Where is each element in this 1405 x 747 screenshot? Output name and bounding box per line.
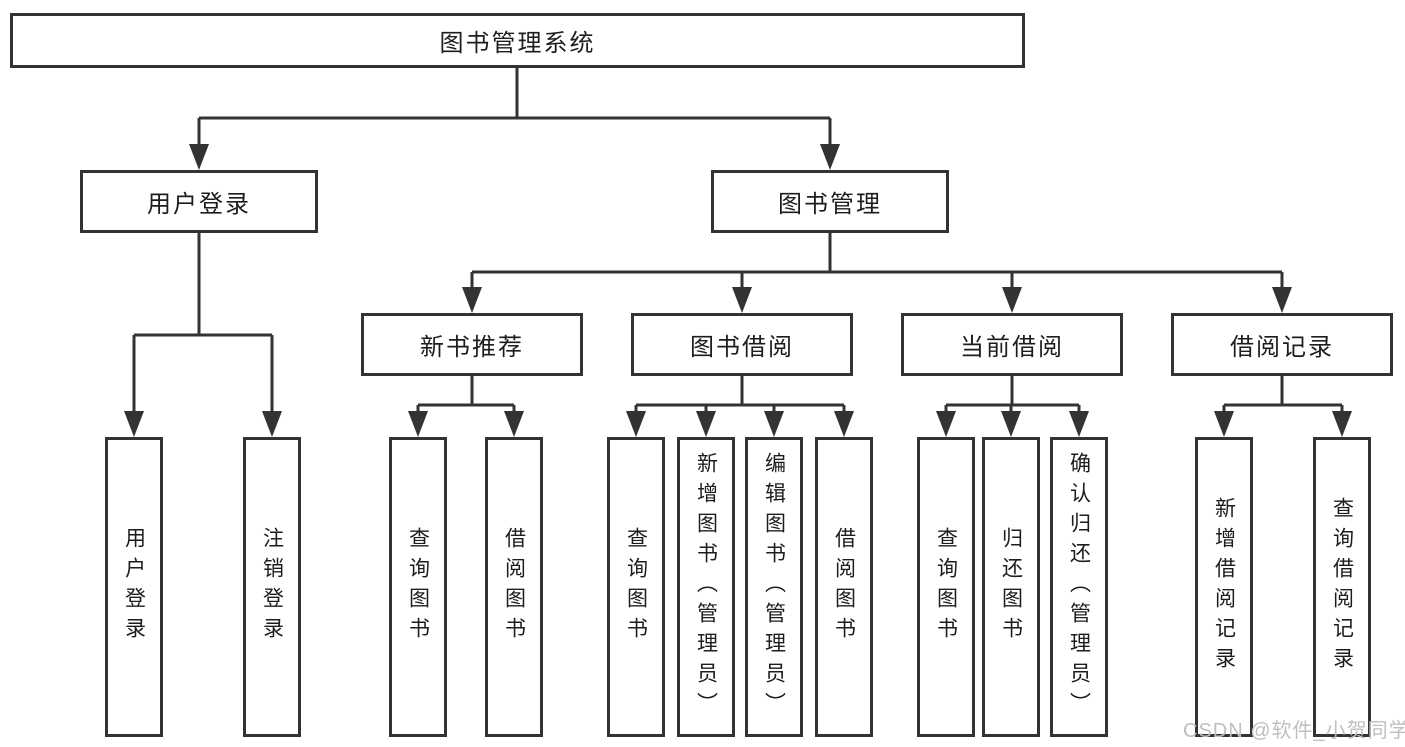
arrow-down-icon	[936, 411, 956, 437]
arrow-down-icon	[1332, 411, 1352, 437]
arrow-down-icon	[262, 411, 282, 437]
node-label: 查询图书	[934, 527, 958, 647]
leaf-return-books: 归还图书	[982, 437, 1040, 737]
node-borrowing-records: 借阅记录	[1171, 313, 1393, 376]
arrow-down-icon	[626, 411, 646, 437]
arrow-down-icon	[1214, 411, 1234, 437]
leaf-edit-books-admin: 编辑图书（管理员）	[745, 437, 803, 737]
node-new-book-recommendation: 新书推荐	[361, 313, 583, 376]
arrow-down-icon	[1272, 287, 1292, 313]
leaf-logout: 注销登录	[243, 437, 301, 737]
arrow-down-icon	[462, 287, 482, 313]
arrowheads	[124, 144, 1352, 437]
leaf-query-books-current: 查询图书	[917, 437, 975, 737]
arrow-down-icon	[189, 144, 209, 170]
node-current-borrowing: 当前借阅	[901, 313, 1123, 376]
leaf-add-books-admin: 新增图书（管理员）	[677, 437, 735, 737]
leaf-add-borrow-record: 新增借阅记录	[1195, 437, 1253, 737]
node-label: 查询借阅记录	[1330, 497, 1354, 677]
node-label: 查询图书	[406, 527, 430, 647]
arrow-down-icon	[696, 411, 716, 437]
node-book-management-branch: 图书管理	[711, 170, 949, 233]
arrow-down-icon	[1002, 287, 1022, 313]
node-label: 新书推荐	[420, 334, 524, 361]
node-label: 借阅记录	[1230, 334, 1334, 361]
arrow-down-icon	[834, 411, 854, 437]
arrow-down-icon	[1069, 411, 1089, 437]
leaf-query-books-borrowing: 查询图书	[607, 437, 665, 737]
node-label: 借阅图书	[502, 527, 526, 647]
leaf-query-books-recommend: 查询图书	[389, 437, 447, 737]
node-label: 确认归还（管理员）	[1067, 452, 1091, 722]
node-label: 当前借阅	[960, 334, 1064, 361]
node-label: 用户登录	[147, 191, 251, 218]
node-label: 新增图书（管理员）	[694, 452, 718, 722]
node-label: 归还图书	[999, 527, 1023, 647]
leaf-confirm-return-admin: 确认归还（管理员）	[1050, 437, 1108, 737]
node-user-login-branch: 用户登录	[80, 170, 318, 233]
node-label: 图书管理系统	[439, 30, 596, 57]
node-label: 图书管理	[778, 191, 882, 218]
leaf-borrow-books-recommend: 借阅图书	[485, 437, 543, 737]
node-label: 用户登录	[122, 527, 146, 647]
leaf-query-borrow-record: 查询借阅记录	[1313, 437, 1371, 737]
arrow-down-icon	[124, 411, 144, 437]
node-label: 新增借阅记录	[1212, 497, 1236, 677]
arrow-down-icon	[820, 144, 840, 170]
node-label: 图书借阅	[690, 334, 794, 361]
node-label: 注销登录	[260, 527, 284, 647]
node-label: 查询图书	[624, 527, 648, 647]
arrow-down-icon	[1001, 411, 1021, 437]
csdn-watermark: CSDN @软件_小贺同学	[1183, 720, 1405, 742]
arrow-down-icon	[764, 411, 784, 437]
node-book-borrowing: 图书借阅	[631, 313, 853, 376]
arrow-down-icon	[504, 411, 524, 437]
leaf-borrow-books: 借阅图书	[815, 437, 873, 737]
arrow-down-icon	[408, 411, 428, 437]
leaf-user-login: 用户登录	[105, 437, 163, 737]
node-label: 编辑图书（管理员）	[762, 452, 786, 722]
arrow-down-icon	[732, 287, 752, 313]
node-library-management-system: 图书管理系统	[10, 13, 1025, 68]
node-label: 借阅图书	[832, 527, 856, 647]
